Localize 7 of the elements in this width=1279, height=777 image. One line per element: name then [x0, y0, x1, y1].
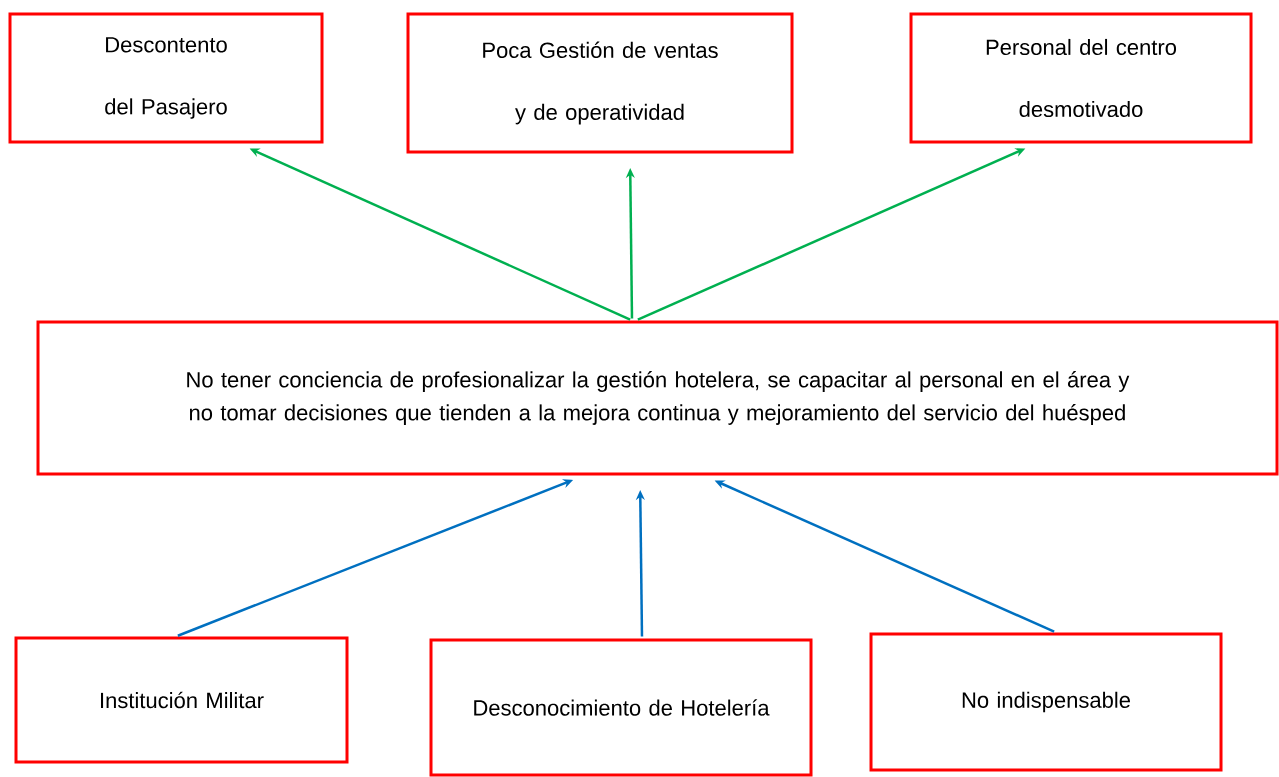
- text-box: No indispensable: [869, 632, 1223, 772]
- text-box: Desconocimiento de Hotelería: [429, 638, 813, 777]
- text-box: Descontento del Pasajero: [8, 12, 324, 144]
- text-box: No tener conciencia de profesionalizar la gestión hotelera, se capacitar al personal en el área y no tomar decisiones que tienden a la mejora continua y mejoramiento del servicio del huésped: [36, 320, 1279, 476]
- text-box: Personal del centro desmotivado: [909, 12, 1253, 144]
- text-box: Poca Gestión de ventas y de operatividad: [406, 12, 794, 154]
- text-box: Institución Militar: [14, 636, 349, 764]
